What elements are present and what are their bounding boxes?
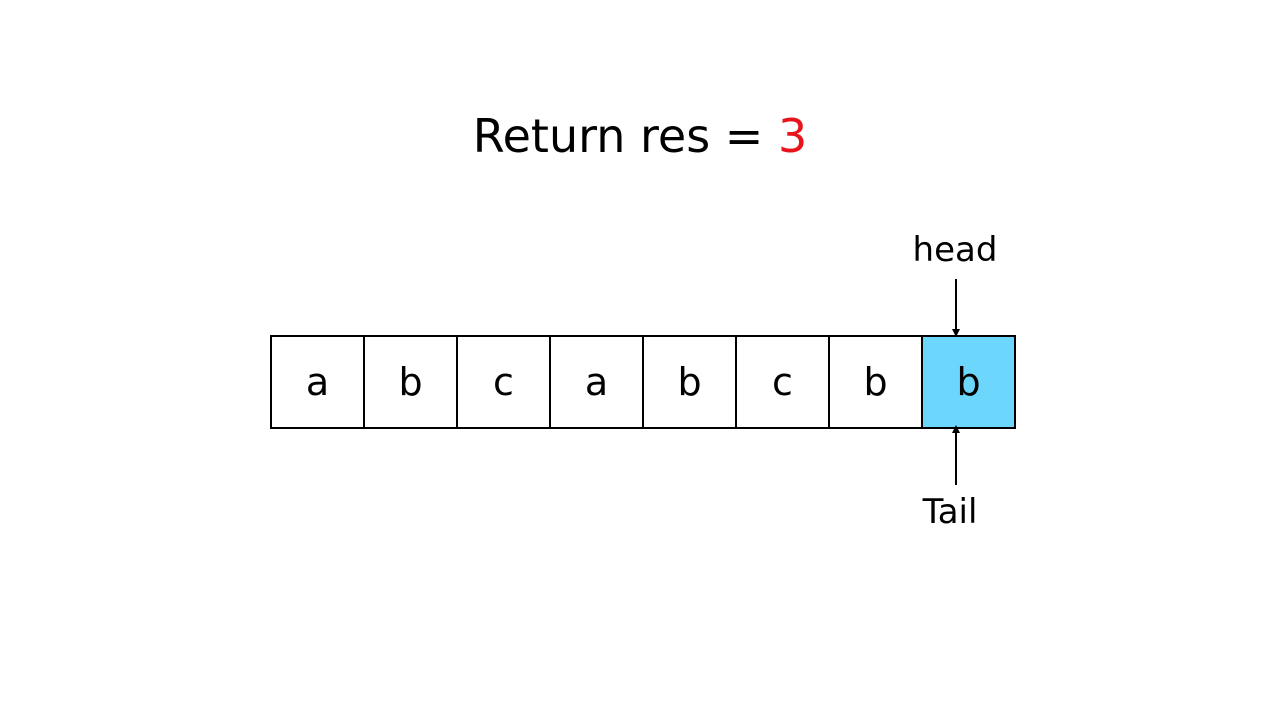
array-cell-1: b <box>363 335 458 429</box>
array-cell-7: b <box>921 335 1016 429</box>
result-label: Return res = <box>472 109 778 163</box>
array-cell-4: b <box>642 335 737 429</box>
array-cell-6: b <box>828 335 923 429</box>
array-cell-2: c <box>456 335 551 429</box>
tail-pointer-label: Tail <box>922 492 978 532</box>
head-pointer-label: head <box>912 230 998 270</box>
result-title: Return res = 3 <box>0 106 1280 166</box>
result-value: 3 <box>777 109 808 163</box>
array-cell-3: a <box>549 335 644 429</box>
array-cells: a b c a b c b b <box>270 335 1016 429</box>
array-cell-0: a <box>270 335 365 429</box>
array-cell-5: c <box>735 335 830 429</box>
